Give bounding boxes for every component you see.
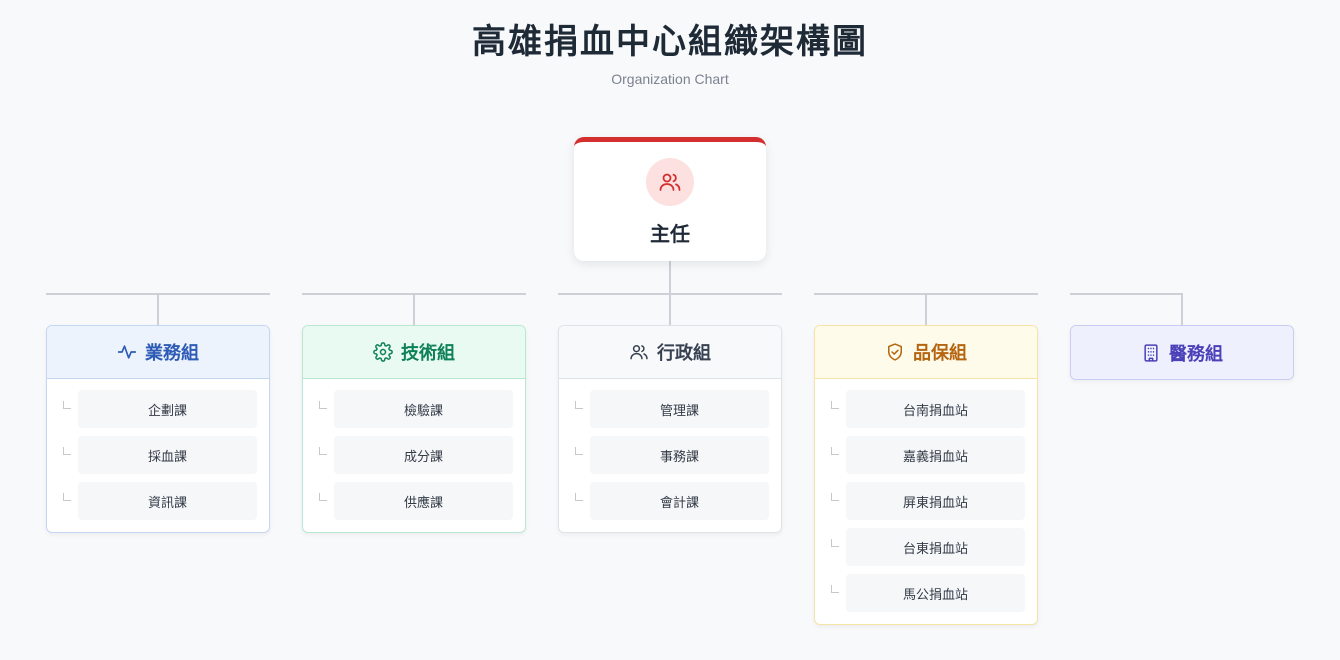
group-technical-header[interactable]: 技術組: [303, 326, 525, 379]
users-icon: [629, 342, 649, 362]
group-quality: 品保組 台南捐血站 嘉義捐血站 屏東捐血站 台東捐血站 馬公捐血站: [814, 325, 1038, 625]
group-quality-header[interactable]: 品保組: [815, 326, 1037, 379]
connector-bar-medical: [1070, 293, 1182, 295]
branch-connector: [63, 401, 71, 409]
group-admin: 行政組 管理課 事務課 會計課: [558, 325, 782, 533]
connector-bar-admin: [558, 293, 782, 295]
list-item: 供應課: [319, 482, 513, 520]
list-item: 事務課: [575, 436, 769, 474]
branch-connector: [63, 447, 71, 455]
unit-item[interactable]: 採血課: [78, 436, 257, 474]
list-item: 馬公捐血站: [831, 574, 1025, 612]
group-business-label: 業務組: [145, 343, 199, 364]
branch-connector: [319, 493, 327, 501]
unit-item[interactable]: 管理課: [590, 390, 769, 428]
list-item: 台東捐血站: [831, 528, 1025, 566]
unit-item[interactable]: 供應課: [334, 482, 513, 520]
unit-item[interactable]: 資訊課: [78, 482, 257, 520]
connector-drop-medical: [1181, 293, 1183, 325]
activity-icon: [117, 342, 137, 362]
branch-connector: [831, 539, 839, 547]
branch-connector: [831, 585, 839, 593]
unit-item[interactable]: 企劃課: [78, 390, 257, 428]
branch-connector: [319, 401, 327, 409]
unit-item[interactable]: 屏東捐血站: [846, 482, 1025, 520]
branch-connector: [575, 447, 583, 455]
branch-connector: [63, 493, 71, 501]
connector-drop-technical: [413, 293, 415, 325]
list-item: 企劃課: [63, 390, 257, 428]
list-item: 成分課: [319, 436, 513, 474]
building-icon: [1141, 343, 1161, 363]
unit-item[interactable]: 事務課: [590, 436, 769, 474]
shield-check-icon: [885, 342, 905, 362]
list-item: 採血課: [63, 436, 257, 474]
list-item: 屏東捐血站: [831, 482, 1025, 520]
connector-drop-business: [157, 293, 159, 325]
unit-item[interactable]: 台東捐血站: [846, 528, 1025, 566]
group-business: 業務組 企劃課 採血課 資訊課: [46, 325, 270, 533]
group-quality-label: 品保組: [913, 343, 967, 364]
group-medical-header[interactable]: 醫務組: [1071, 326, 1293, 379]
unit-item[interactable]: 馬公捐血站: [846, 574, 1025, 612]
list-item: 會計課: [575, 482, 769, 520]
unit-item[interactable]: 台南捐血站: [846, 390, 1025, 428]
unit-item[interactable]: 檢驗課: [334, 390, 513, 428]
users-icon: [646, 158, 694, 206]
branch-connector: [831, 447, 839, 455]
branch-connector: [831, 493, 839, 501]
group-admin-header[interactable]: 行政組: [559, 326, 781, 379]
gear-icon: [373, 342, 393, 362]
group-medical: 醫務組: [1070, 325, 1294, 380]
group-technical-label: 技術組: [401, 343, 455, 364]
director-label: 主任: [650, 222, 690, 246]
group-admin-label: 行政組: [657, 343, 711, 364]
unit-item[interactable]: 會計課: [590, 482, 769, 520]
list-item: 檢驗課: [319, 390, 513, 428]
group-technical: 技術組 檢驗課 成分課 供應課: [302, 325, 526, 533]
group-medical-label: 醫務組: [1169, 343, 1223, 365]
group-business-header[interactable]: 業務組: [47, 326, 269, 379]
list-item: 嘉義捐血站: [831, 436, 1025, 474]
list-item: 資訊課: [63, 482, 257, 520]
branch-connector: [319, 447, 327, 455]
page-title: 高雄捐血中心組織架構圖: [472, 22, 868, 62]
unit-item[interactable]: 成分課: [334, 436, 513, 474]
branch-connector: [575, 493, 583, 501]
branch-connector: [831, 401, 839, 409]
connector-drop-quality: [925, 293, 927, 325]
list-item: 管理課: [575, 390, 769, 428]
director-node[interactable]: 主任: [574, 137, 766, 261]
page-subtitle: Organization Chart: [611, 71, 729, 87]
branch-connector: [575, 401, 583, 409]
list-item: 台南捐血站: [831, 390, 1025, 428]
unit-item[interactable]: 嘉義捐血站: [846, 436, 1025, 474]
